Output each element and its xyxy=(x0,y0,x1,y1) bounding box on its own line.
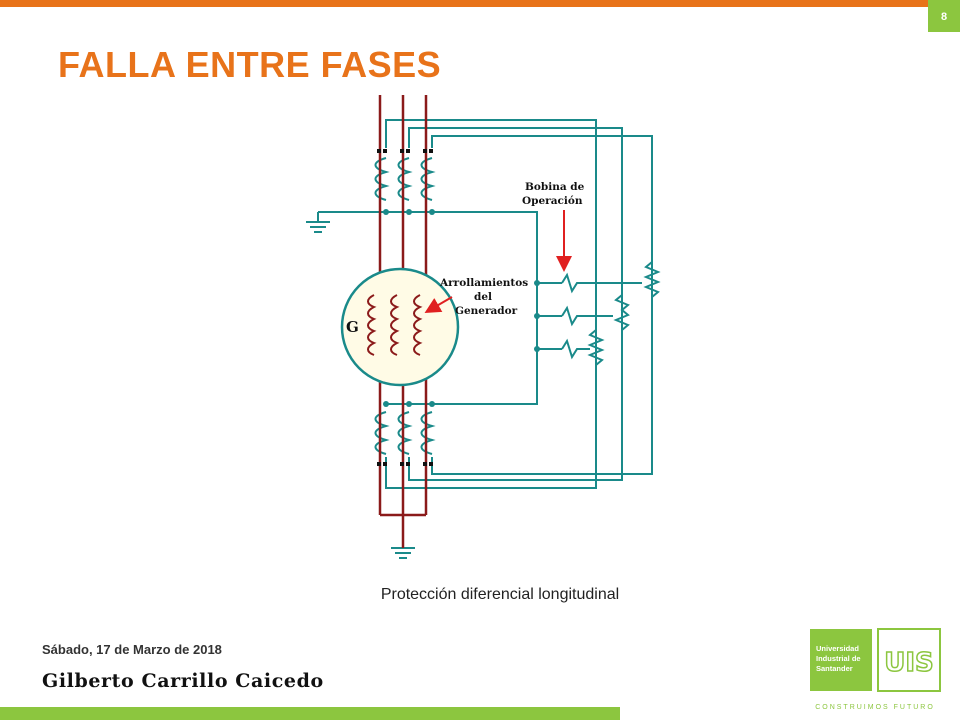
svg-text:UIS: UIS xyxy=(884,648,934,678)
top-accent-bar xyxy=(0,0,960,7)
ground-symbol-neutral xyxy=(391,547,415,559)
page-number: 8 xyxy=(928,0,960,32)
label-windings-line1: Arrollamientos xyxy=(439,277,528,289)
relay-wiring xyxy=(317,119,661,489)
slide-date: Sábado, 17 de Marzo de 2018 xyxy=(42,642,222,657)
university-logo: Universidad Industrial de Santander UIS … xyxy=(810,628,941,711)
differential-protection-diagram: G Bobina de Operación Arrollamientos del… xyxy=(306,95,661,559)
bottom-accent-bar xyxy=(0,707,620,720)
ct-polarity-marks xyxy=(377,149,433,466)
junction-dots xyxy=(383,209,540,407)
svg-text:Universidad: Universidad xyxy=(816,644,859,653)
generator-label: G xyxy=(346,318,359,336)
label-coil-line2: Operación xyxy=(522,195,583,207)
author-name: Gilberto Carrillo Caicedo xyxy=(42,670,324,692)
slide-title: FALLA ENTRE FASES xyxy=(58,44,442,85)
svg-text:Industrial de: Industrial de xyxy=(816,654,861,663)
svg-text:Santander: Santander xyxy=(816,664,853,673)
label-coil-line1: Bobina de xyxy=(525,181,585,193)
svg-text:CONSTRUIMOS FUTURO: CONSTRUIMOS FUTURO xyxy=(815,704,935,711)
diagram-caption: Protección diferencial longitudinal xyxy=(380,586,620,603)
generator: G xyxy=(340,267,460,387)
ground-symbol-top xyxy=(306,221,330,233)
windings-arrow xyxy=(424,296,453,314)
label-windings-line2: del xyxy=(474,291,492,303)
label-windings-line3: Generador xyxy=(455,305,518,317)
